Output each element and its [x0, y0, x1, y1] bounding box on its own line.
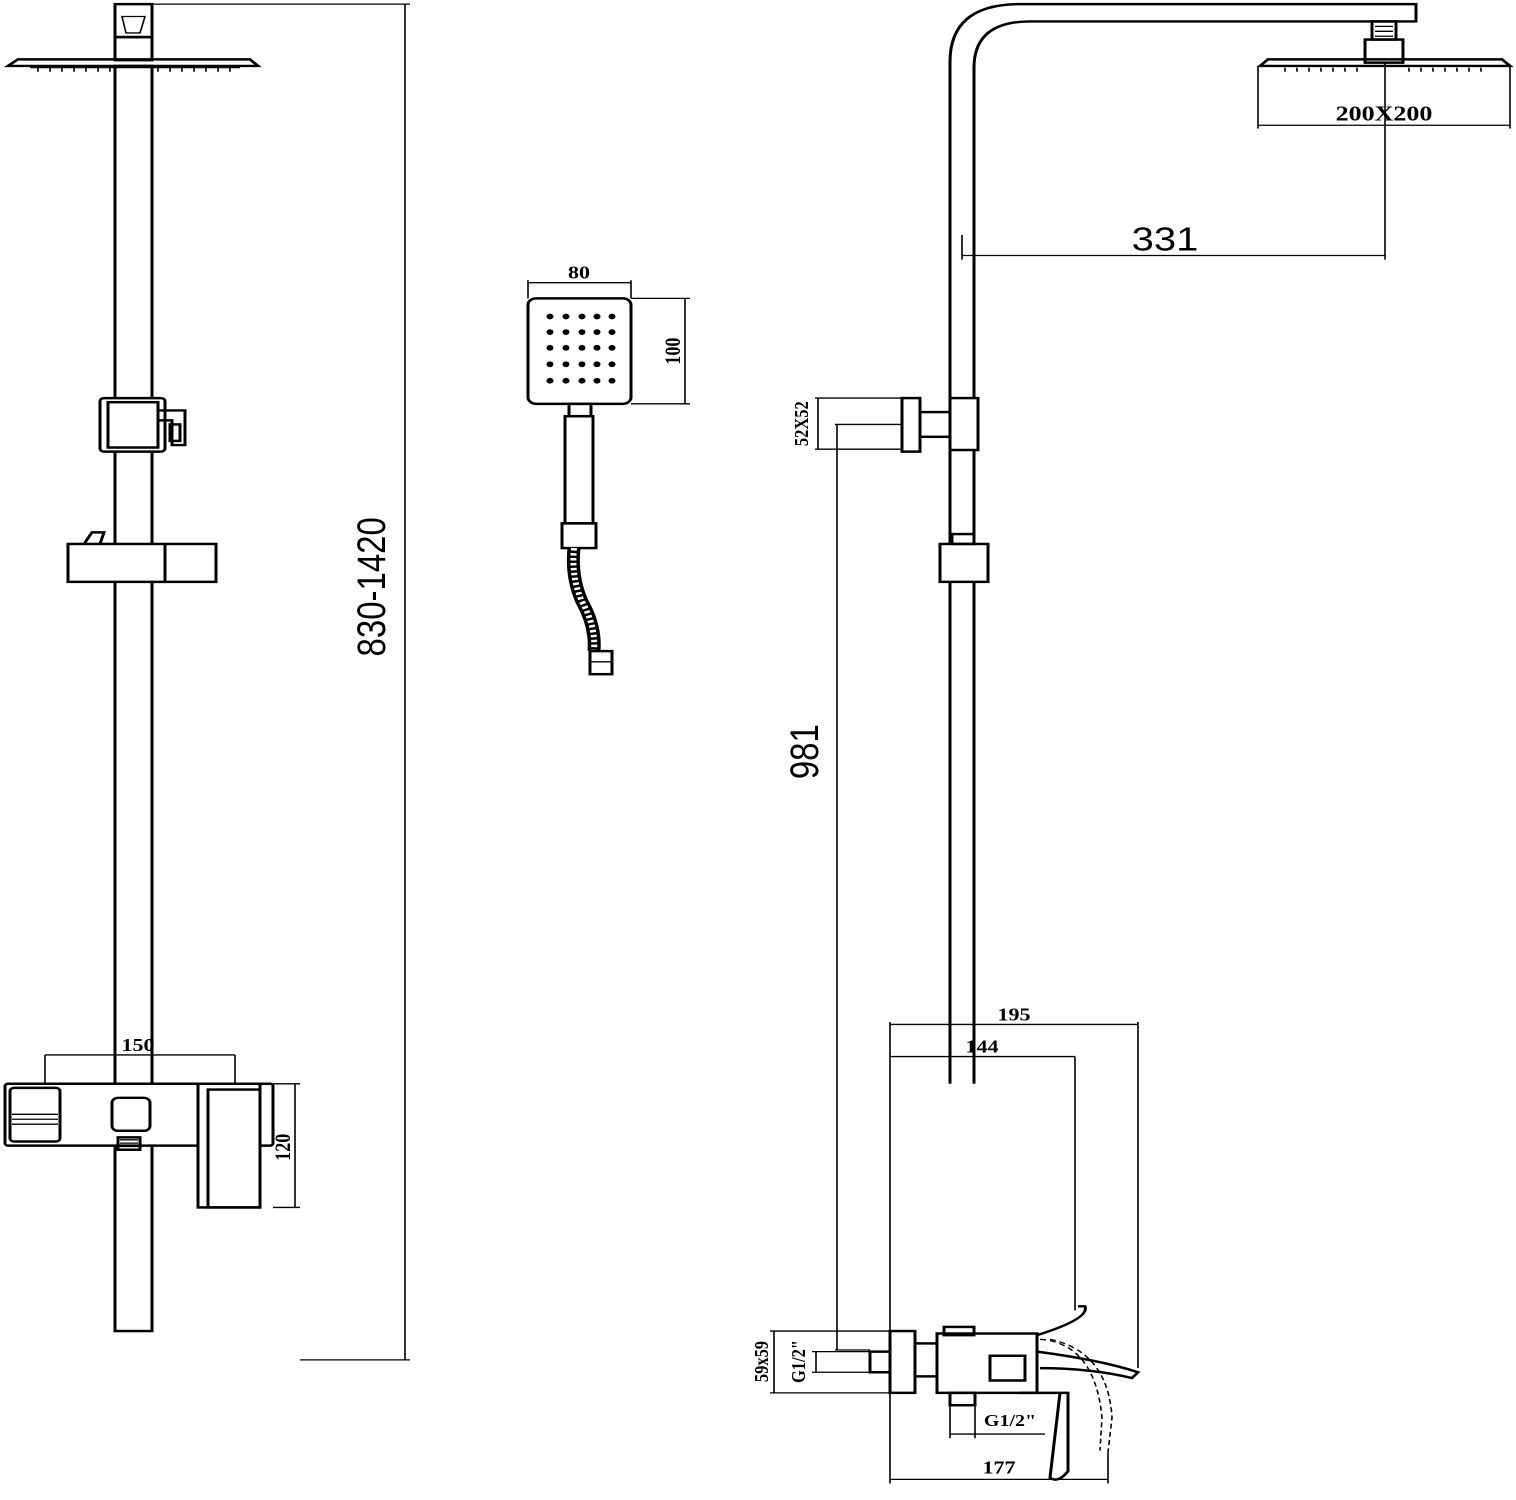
- dim-handshower-width: 80: [527, 263, 632, 299]
- side-slider: [938, 532, 990, 584]
- dim-52x52-label: 52X52: [791, 401, 813, 446]
- front-handshower-holder: [98, 396, 187, 453]
- dim-177-label: 177: [983, 1458, 1016, 1478]
- dim-height-label: 830-1420: [349, 517, 394, 656]
- dim-200x200-label: 200X200: [1336, 102, 1433, 125]
- side-wall-bracket: [900, 396, 980, 453]
- dim-195-label: 195: [998, 1005, 1031, 1025]
- side-view: 200X200 331 52X52 981: [751, 2, 1514, 1484]
- dim-mixer-body-depth: 144: [890, 1037, 1076, 1311]
- side-riser-and-arm: [948, 2, 1418, 1084]
- front-head-connector: [113, 2, 154, 62]
- dim-arm-reach: 331: [961, 62, 1386, 260]
- dim-120-label: 120: [271, 1134, 295, 1161]
- dim-331-label: 331: [1132, 221, 1199, 258]
- dim-spout-projection: 177: [889, 1392, 1109, 1484]
- handshower-view: 80 100: [526, 263, 690, 676]
- dim-outlet-thread: G1/2": [949, 1405, 1045, 1439]
- dim-height-range: 830-1420: [152, 3, 410, 1361]
- dim-59x59-label: 59x59: [751, 1341, 773, 1382]
- dim-mixer-height: 120: [271, 1083, 300, 1209]
- front-view: 150 120 830-1420: [3, 2, 410, 1361]
- handshower-hose: [566, 547, 614, 676]
- dim-head-size: 200X200: [1257, 65, 1511, 129]
- front-riser-pipe: [113, 64, 154, 1333]
- handshower-handle: [560, 402, 598, 550]
- dim-bracket-height: 981: [782, 423, 902, 1351]
- handshower-head: [526, 297, 633, 406]
- dim-handshower-height: 100: [631, 297, 690, 405]
- dim-flange-and-inlet: 59x59 G1/2": [751, 1330, 890, 1394]
- dim-mixer-total-depth: 195: [889, 1005, 1139, 1369]
- dim-144-label: 144: [966, 1037, 999, 1057]
- dim-981-label: 981: [782, 724, 827, 779]
- spray-nozzles: [546, 313, 616, 384]
- side-rain-head: [1256, 20, 1514, 72]
- dim-80-label: 80: [568, 263, 590, 283]
- dim-inlet-thread-label: G1/2": [788, 1340, 810, 1383]
- front-slider: [66, 531, 218, 584]
- side-mixer: [868, 1305, 1141, 1481]
- dim-150-label: 150: [122, 1036, 155, 1056]
- dim-bracket-size: 52X52: [791, 397, 902, 450]
- dim-mixer-width-front: 150: [44, 1036, 236, 1084]
- front-mixer: [3, 1082, 275, 1209]
- dim-outlet-thread-label: G1/2": [984, 1411, 1036, 1429]
- dim-100-label: 100: [661, 338, 685, 365]
- front-rain-head: [3, 58, 262, 72]
